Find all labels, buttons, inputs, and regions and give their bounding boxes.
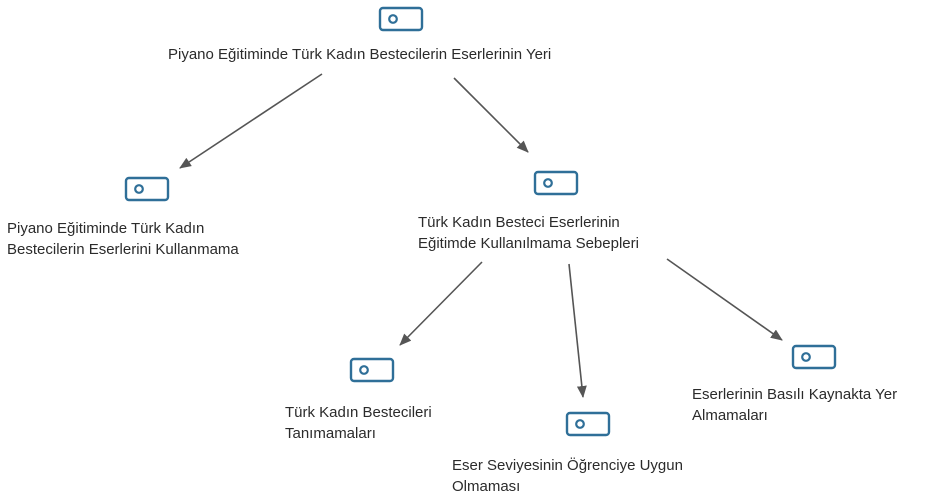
node-not-known-line-1: Türk Kadın Bestecileri (285, 404, 432, 421)
node-level-line-1: Eser Seviyesinin Öğrenciye Uygun (452, 457, 683, 474)
node-not-using-label: Piyano Eğitiminde Türk Kadın Bestecileri… (7, 218, 239, 260)
node-reasons-line-2: Eğitimde Kullanılmama Sebepleri (418, 235, 639, 252)
node-not-using-line-2: Bestecilerin Eserlerini Kullanmama (7, 241, 239, 258)
node-not-known-label: Türk Kadın Bestecileri Tanımamaları (285, 402, 432, 444)
node-not-printed-line-1: Eserlerinin Basılı Kaynakta Yer (692, 386, 898, 403)
code-tag-icon (349, 357, 395, 383)
node-level-line-2: Olmaması (452, 478, 521, 495)
code-tag-icon (533, 170, 579, 196)
node-not-printed-line-2: Almamaları (692, 407, 768, 424)
node-level-label: Eser Seviyesinin Öğrenciye Uygun Olmamas… (452, 455, 683, 497)
edge-reasons-to-level (568, 263, 587, 398)
edge-reasons-to-not-printed (666, 258, 783, 341)
edge-root-to-not-using (179, 73, 323, 169)
node-root-line-1: Piyano Eğitiminde Türk Kadın Bestecileri… (168, 46, 552, 63)
edge-root-to-reasons (453, 77, 529, 153)
node-not-printed-label: Eserlerinin Basılı Kaynakta Yer Almamala… (692, 384, 897, 426)
code-tag-icon (124, 176, 170, 202)
node-not-known-line-2: Tanımamaları (285, 425, 376, 442)
edge-reasons-to-not-known (399, 261, 483, 346)
node-reasons-line-1: Türk Kadın Besteci Eserlerinin (418, 214, 620, 231)
code-tag-icon (378, 6, 424, 32)
code-tag-icon (791, 344, 837, 370)
code-tag-icon (565, 411, 611, 437)
node-not-using-line-1: Piyano Eğitiminde Türk Kadın (7, 220, 205, 237)
node-reasons-label: Türk Kadın Besteci Eserlerinin Eğitimde … (418, 212, 639, 254)
node-root-label: Piyano Eğitiminde Türk Kadın Bestecileri… (168, 44, 551, 65)
